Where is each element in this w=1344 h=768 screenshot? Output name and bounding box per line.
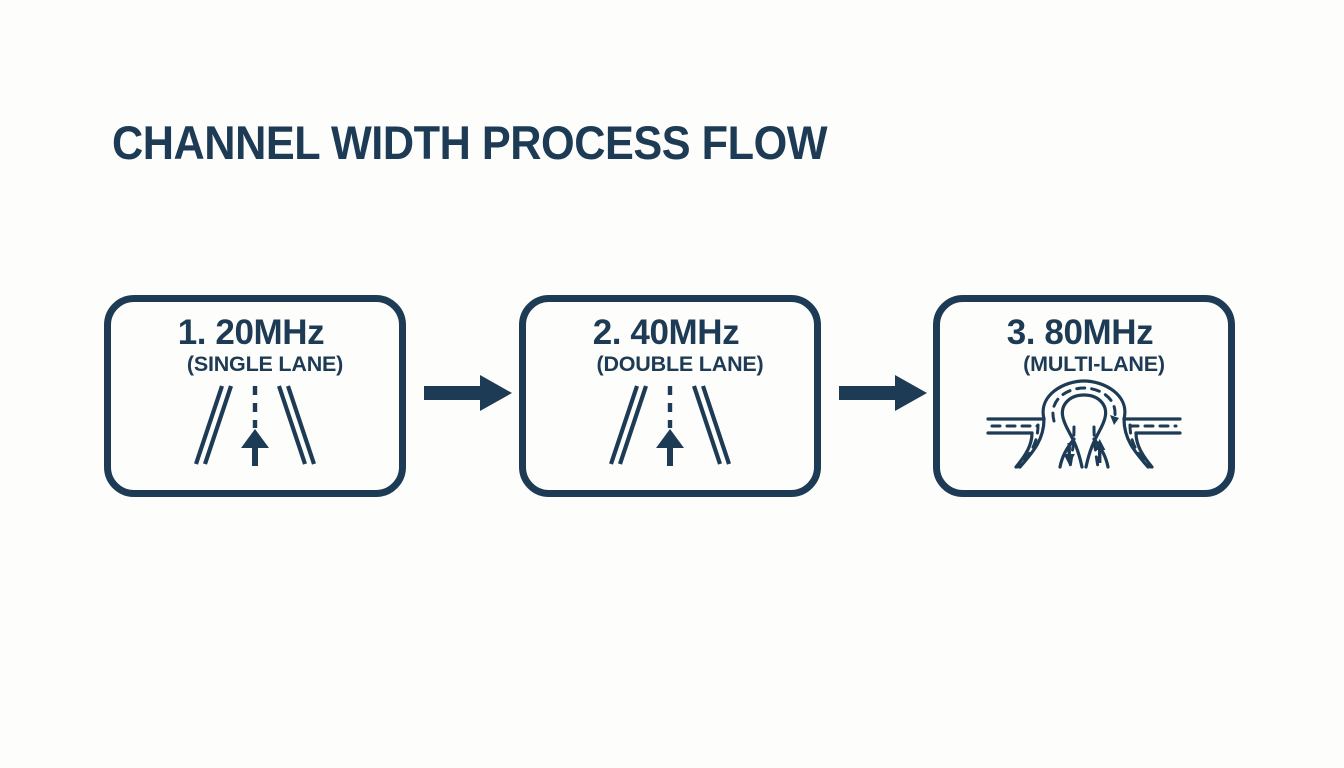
arrow-right-icon [424,375,512,411]
page-title: CHANNEL WIDTH PROCESS FLOW [112,116,828,169]
arrow-right-icon [839,375,927,411]
flow-step-1[interactable]: 1. 20MHz (SINGLE LANE) [104,295,406,497]
flow-step-3[interactable]: 3. 80MHz (MULTI-LANE) [933,295,1235,497]
multi-lane-interchange-icon [986,379,1182,470]
single-lane-road-icon [194,385,316,467]
double-lane-road-icon [609,385,731,467]
flow-connector-arrow-2 [839,375,927,411]
flow-connector-arrow-1 [424,375,512,411]
flow-step-3-subtitle: (MULTI-LANE) [1023,351,1165,376]
flow-step-2-subtitle: (DOUBLE LANE) [596,351,764,376]
flow-step-1-title: 1. 20MHz [177,313,325,352]
process-flow-row: 1. 20MHz (SINGLE LANE) [0,295,1344,500]
flow-step-1-subtitle: (SINGLE LANE) [186,351,344,376]
flow-step-2-title: 2. 40MHz [592,313,740,352]
flow-step-2[interactable]: 2. 40MHz (DOUBLE LANE) [519,295,821,497]
flow-step-3-title: 3. 80MHz [1006,313,1154,352]
